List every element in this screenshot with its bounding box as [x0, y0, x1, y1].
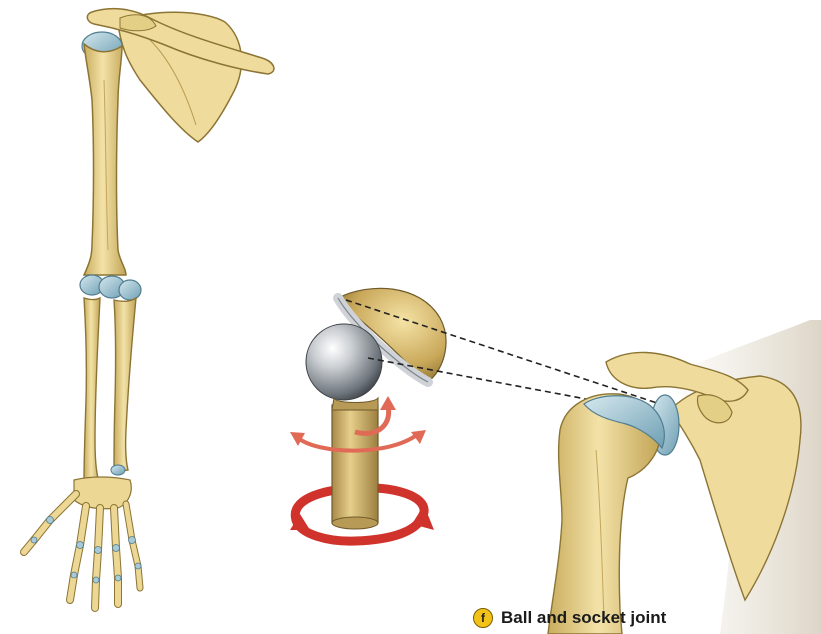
caption-letter-badge: f: [473, 608, 493, 628]
ball: [306, 324, 382, 400]
humerus: [84, 44, 126, 275]
radius: [84, 298, 100, 480]
arm-skeleton: [24, 9, 274, 608]
shoulder-joint: [548, 320, 821, 634]
ball-socket-model: [290, 288, 446, 541]
elbow-cartilage: [80, 275, 141, 300]
caption-text: Ball and socket joint: [501, 608, 666, 628]
ulna: [114, 298, 136, 472]
hand-bones: [24, 477, 141, 608]
figure-caption: f Ball and socket joint: [473, 606, 666, 630]
